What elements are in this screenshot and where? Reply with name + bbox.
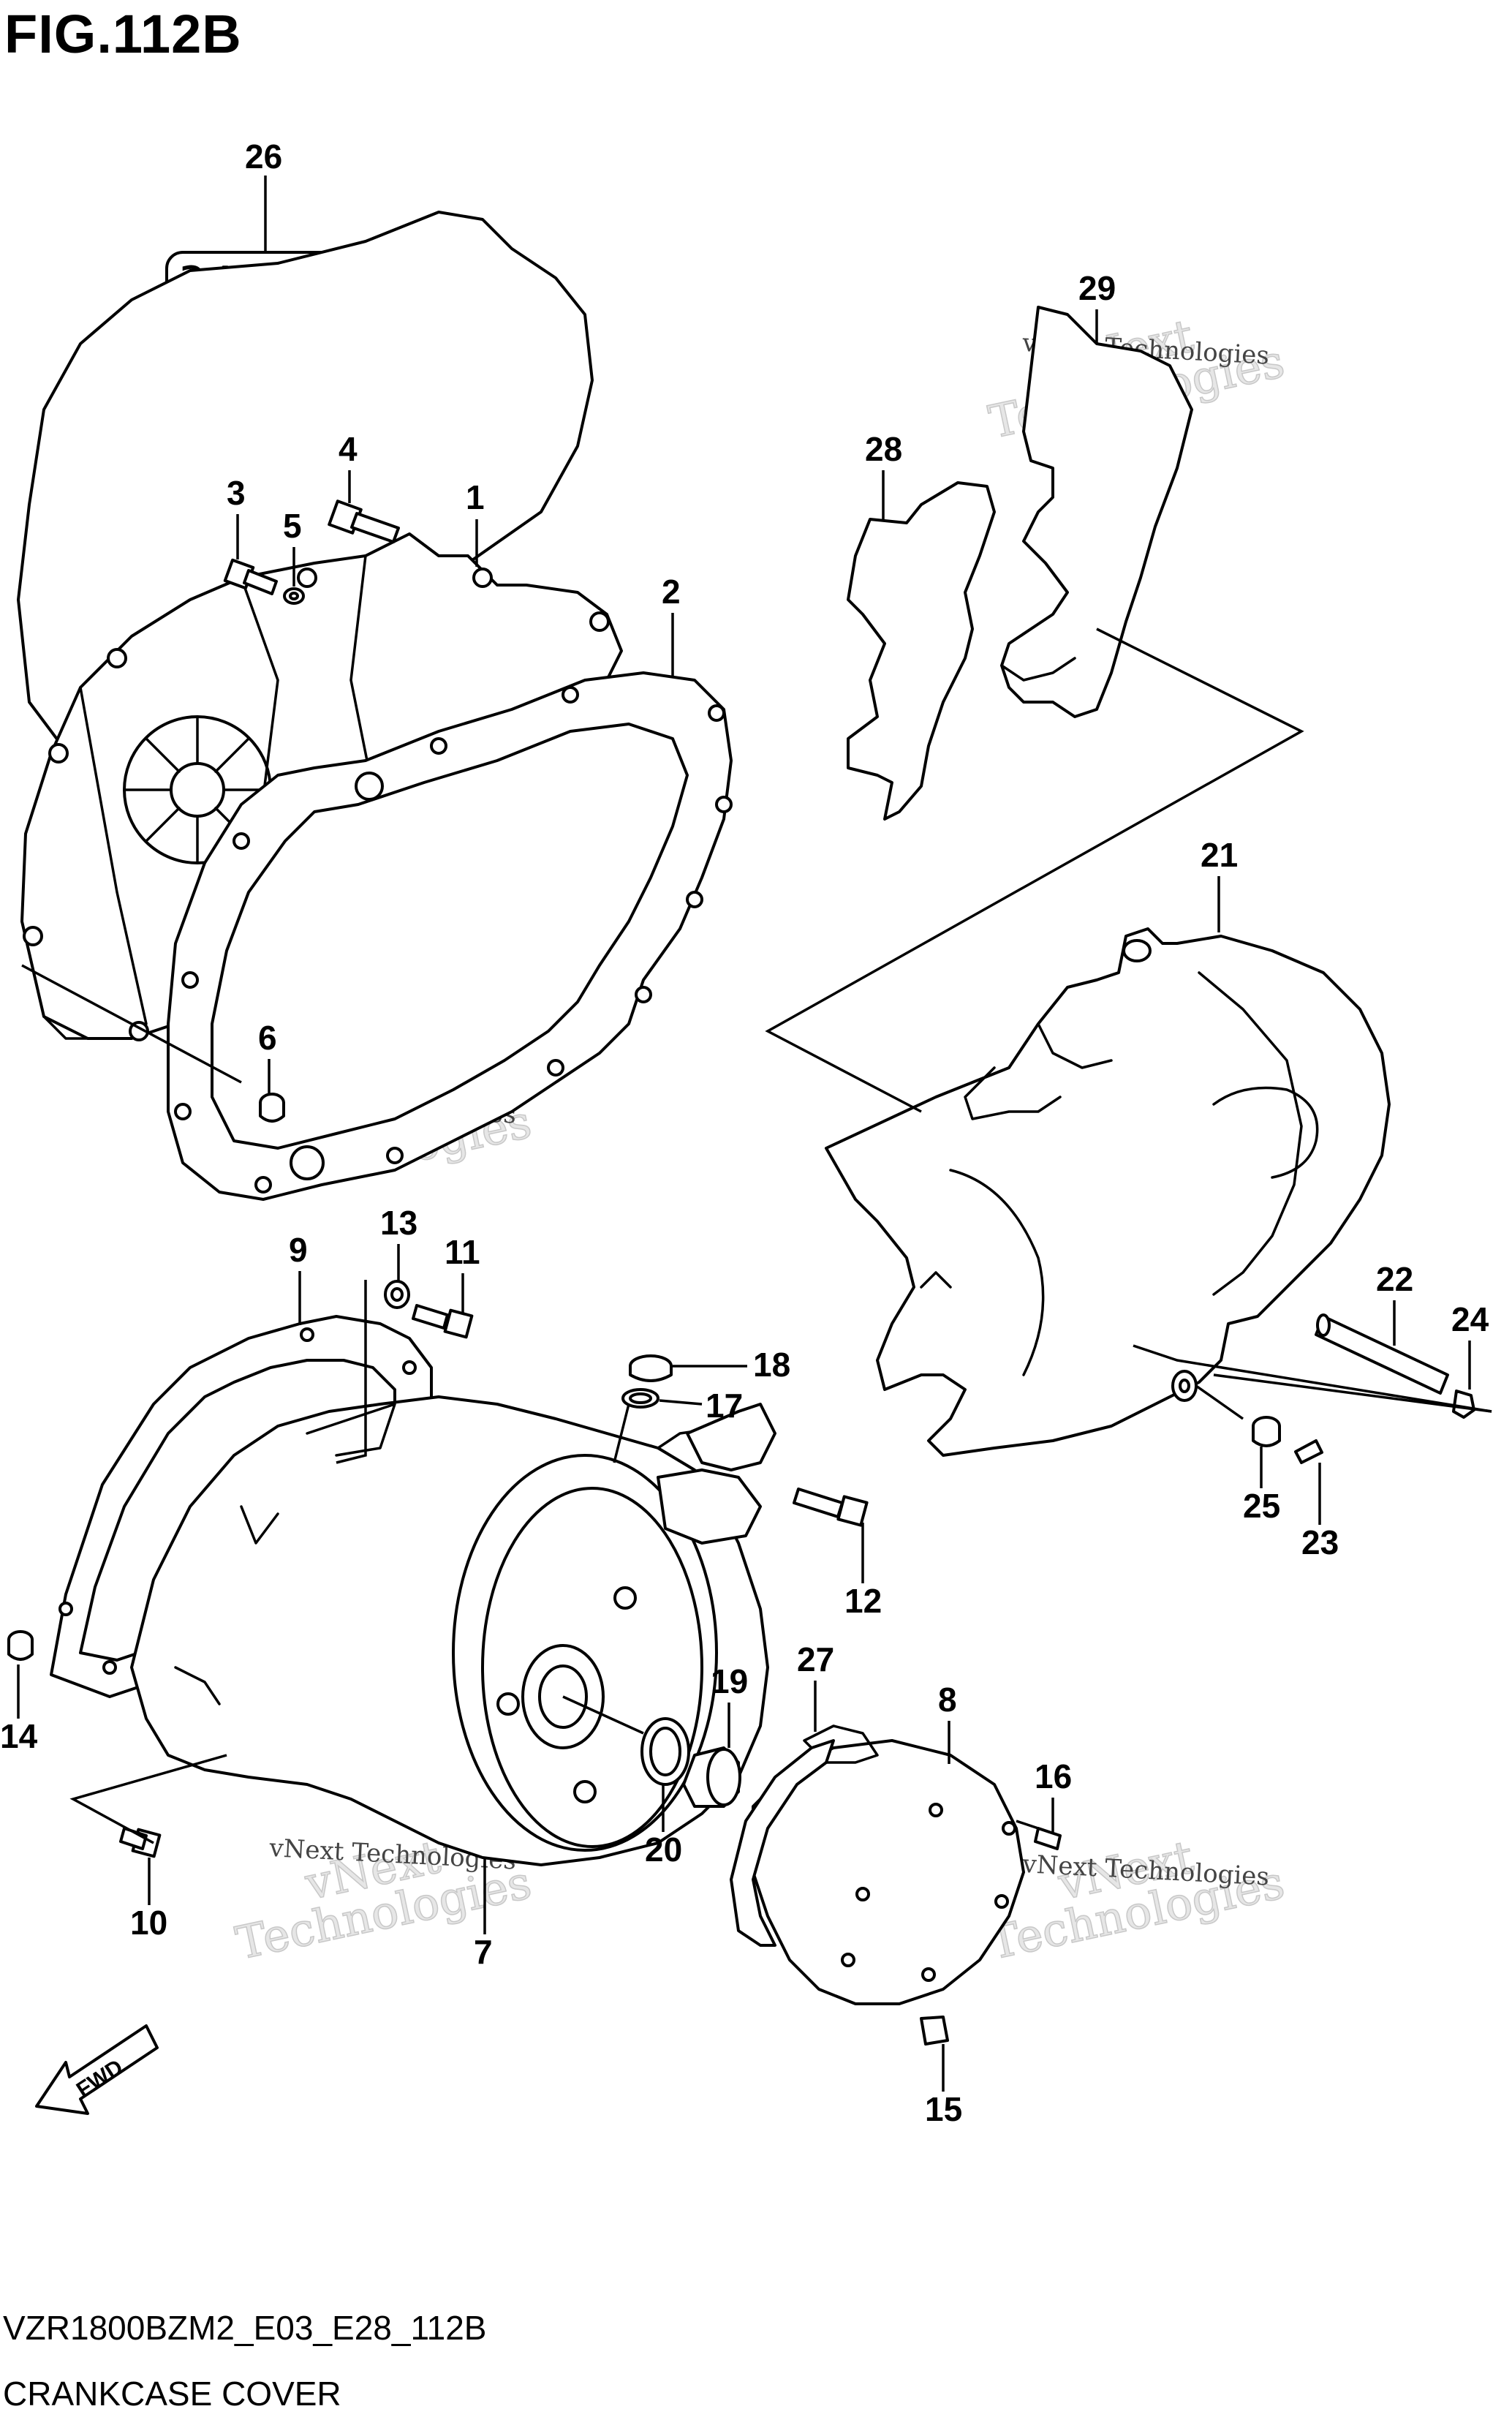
footer-diagram-name: CRANKCASE COVER <box>3 2375 341 2413</box>
callout-28: 28 <box>865 430 902 468</box>
callout-16: 16 <box>1035 1757 1072 1795</box>
callout-5: 5 <box>283 507 302 545</box>
part-18-oil-filler-cap <box>629 1354 673 1382</box>
part-6-dowel-pin <box>259 1093 285 1123</box>
fwd-arrow-icon: FWD <box>35 2024 159 2115</box>
callout-20: 20 <box>645 1831 682 1869</box>
callout-24: 24 <box>1451 1300 1489 1338</box>
callout-22: 22 <box>1376 1260 1413 1298</box>
part-24-nut <box>1452 1390 1475 1419</box>
part-17-gasket-washer <box>621 1388 659 1409</box>
callout-29: 29 <box>1078 269 1116 307</box>
footer-model-code: VZR1800BZM2_E03_E28_112B <box>3 2309 487 2347</box>
part-23-bolt <box>1294 1439 1323 1464</box>
part-25-grommet <box>1252 1416 1281 1447</box>
callout-18: 18 <box>753 1346 790 1384</box>
callout-21: 21 <box>1201 836 1238 874</box>
callout-15: 15 <box>925 2090 962 2128</box>
callout-26: 26 <box>245 137 282 176</box>
part-28-plate <box>847 481 996 821</box>
part-16-bolt <box>1034 1827 1062 1850</box>
callout-8: 8 <box>938 1681 957 1719</box>
part-7-generator-cover <box>130 1395 776 1866</box>
part-29-plate <box>1000 306 1193 718</box>
callout-7: 7 <box>474 1933 493 1971</box>
watermark-6: vNext Technologies <box>984 1829 1290 1970</box>
callout-1: 1 <box>466 478 485 516</box>
part-14-dowel-pin <box>7 1630 34 1661</box>
part-8-cap-cover <box>752 1739 1025 2005</box>
callout-6: 6 <box>258 1019 277 1057</box>
part-11-bolt <box>412 1304 474 1339</box>
callout-11: 11 <box>445 1233 480 1271</box>
callout-25: 25 <box>1243 1487 1280 1525</box>
part-27-seal <box>730 1724 879 1947</box>
callout-2: 2 <box>662 573 681 611</box>
part-4-bolt <box>328 499 400 543</box>
part-12-bolt <box>793 1488 869 1527</box>
figure-title: FIG.112B <box>4 4 242 64</box>
callout-23: 23 <box>1301 1523 1339 1561</box>
callout-17: 17 <box>706 1387 743 1425</box>
callout-19: 19 <box>711 1662 748 1700</box>
part-22-stud <box>1315 1313 1449 1395</box>
part-19-plug <box>682 1746 741 1808</box>
part-5-washer <box>283 587 305 605</box>
callout-9: 9 <box>289 1231 308 1269</box>
part-15-bolt <box>920 2016 949 2046</box>
callout-3: 3 <box>227 474 246 512</box>
part-21-outer-cover <box>825 927 1391 1457</box>
callout-12: 12 <box>844 1582 882 1620</box>
part-20-o-ring <box>640 1717 690 1786</box>
callout-14: 14 <box>0 1717 38 1755</box>
callout-27: 27 <box>797 1640 834 1678</box>
part-13-washer <box>384 1280 410 1309</box>
callout-4: 4 <box>339 430 358 468</box>
callout-10: 10 <box>130 1904 167 1942</box>
part-3-bolt <box>223 558 278 595</box>
part-2-gasket <box>167 671 733 1201</box>
callout-13: 13 <box>380 1204 417 1242</box>
part-grommet-small <box>1171 1370 1198 1402</box>
